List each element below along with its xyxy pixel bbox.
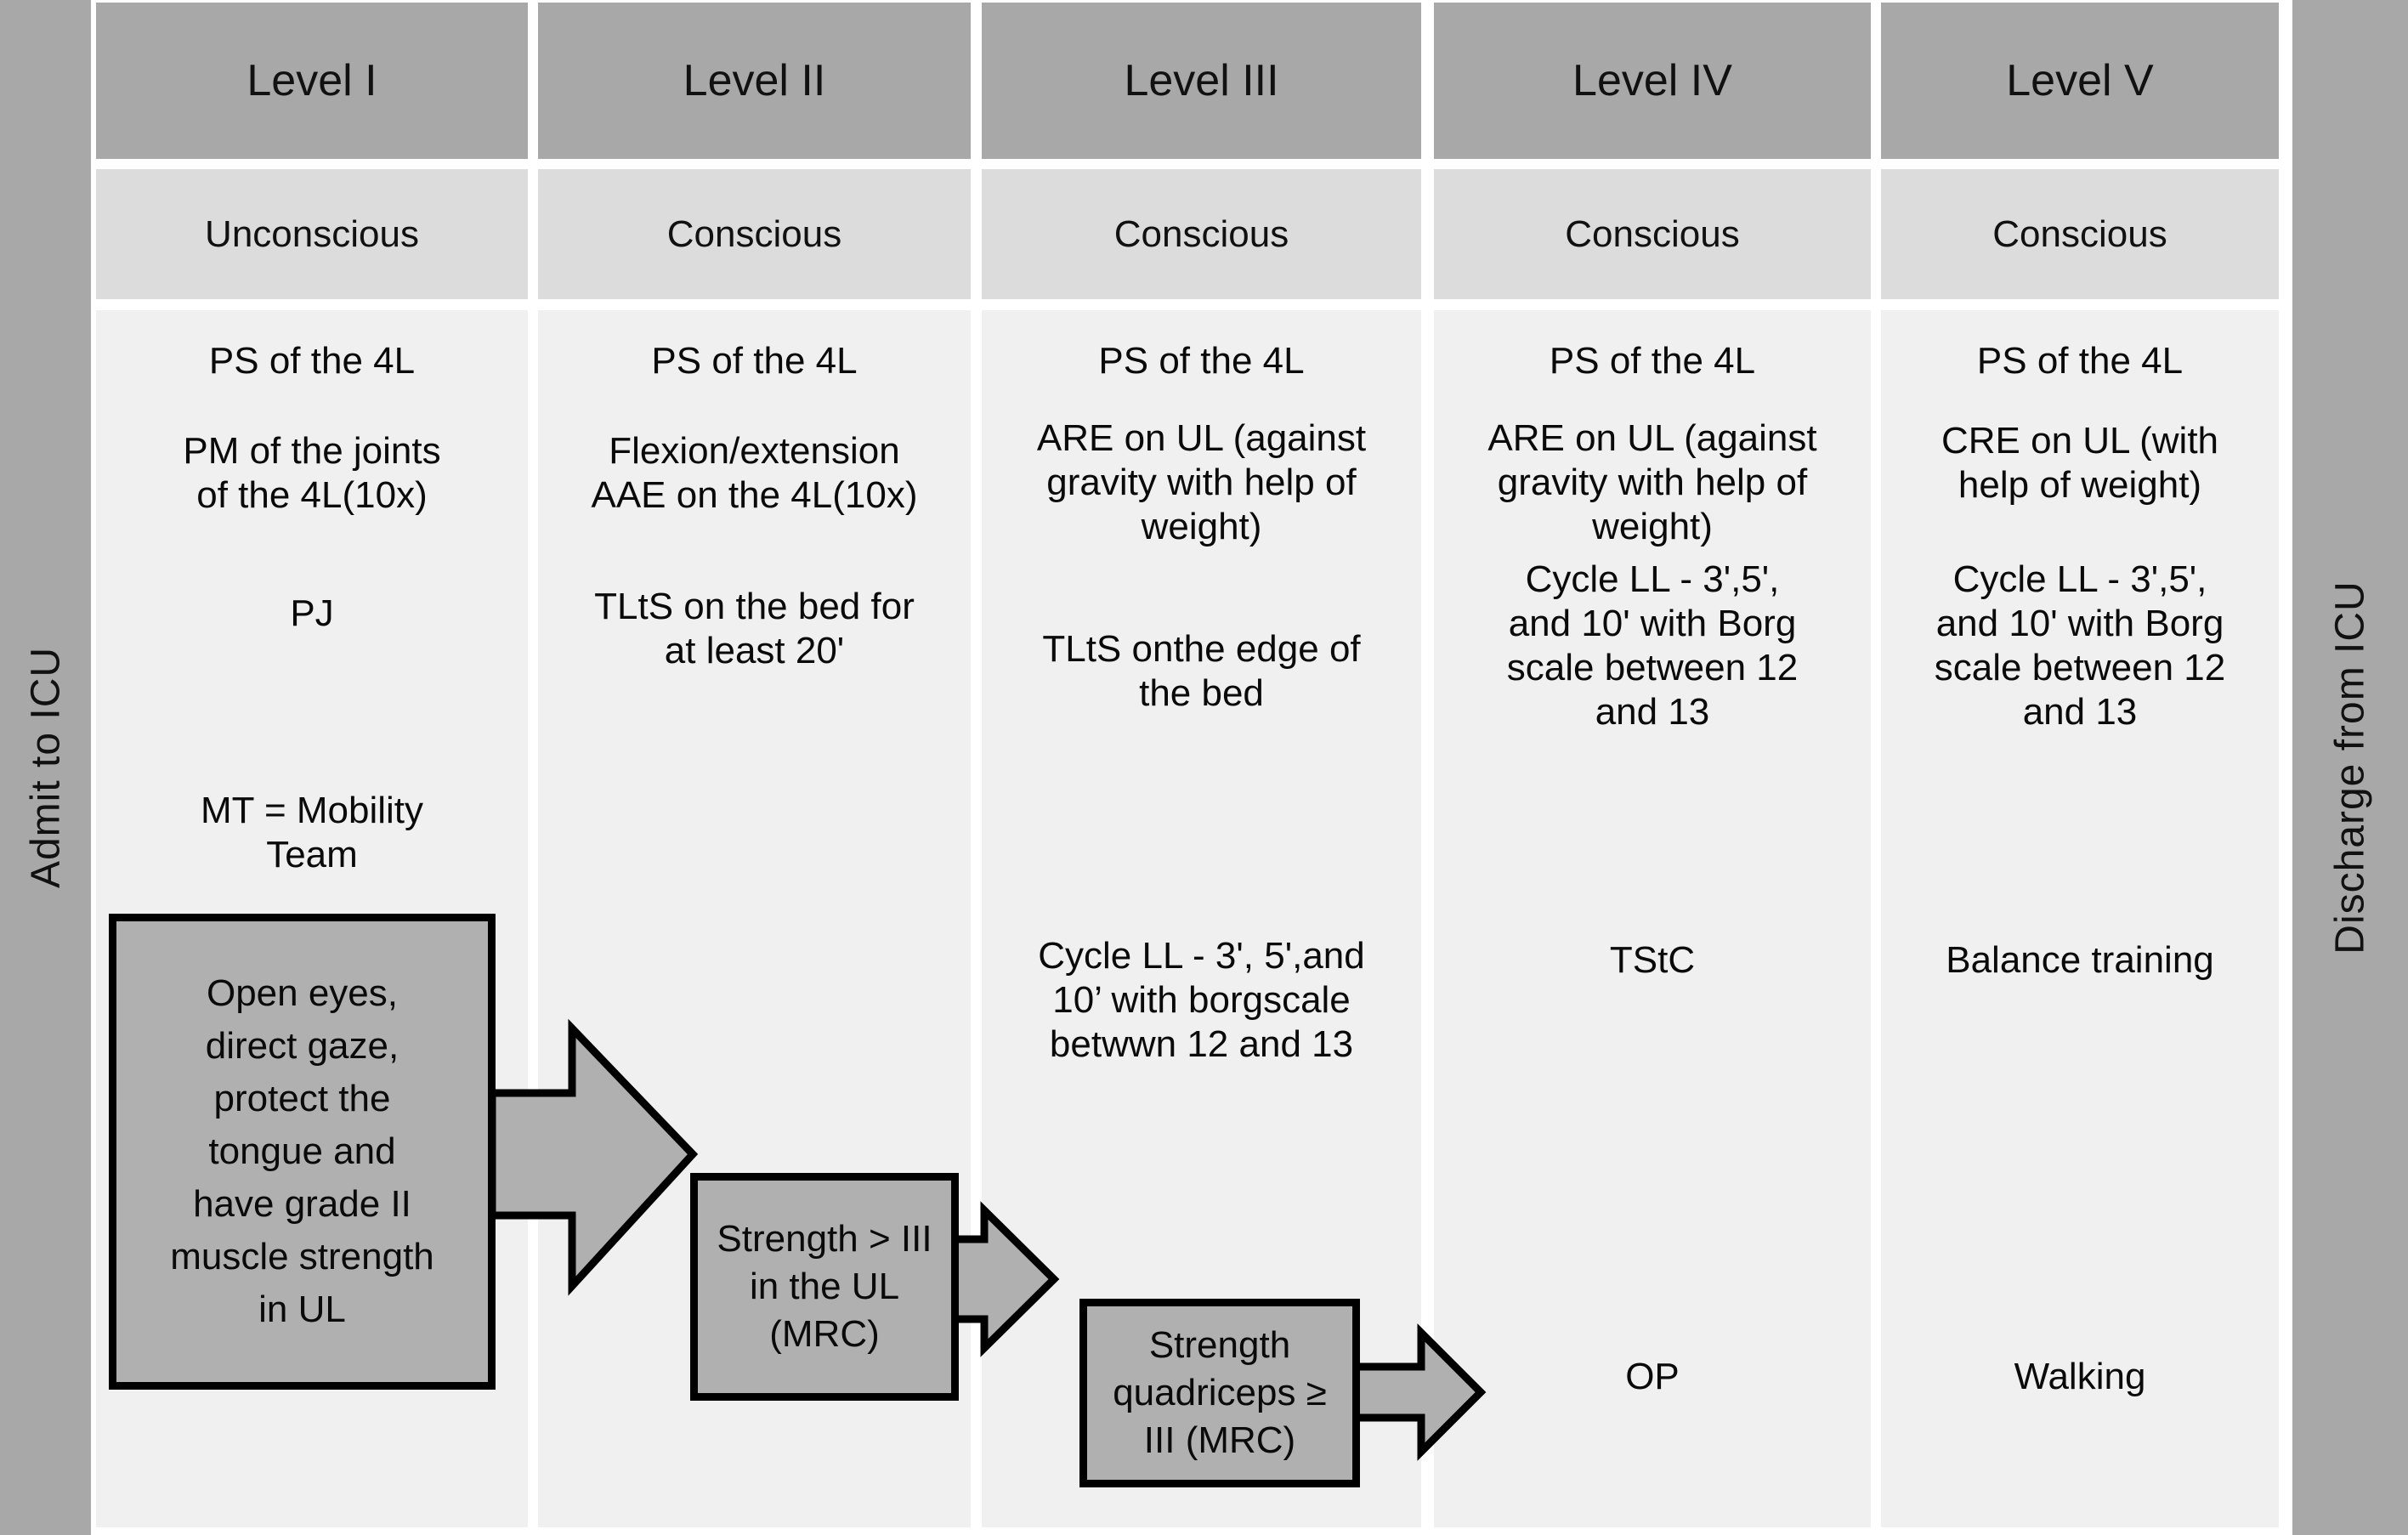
- protocol-item: PJ: [290, 592, 334, 634]
- protocol-item: PS of the 4L: [1976, 340, 2184, 382]
- criteria-box-level2: Strength > III in the UL (MRC): [690, 1173, 959, 1401]
- protocol-item: PS of the 4L: [208, 340, 416, 382]
- protocol-item: MT = Mobility Team: [200, 790, 424, 875]
- protocol-item: Balance training: [1946, 939, 2214, 981]
- arrow-level2-to-level3-icon: [948, 1201, 1060, 1357]
- header-level-i: Level I: [96, 3, 528, 159]
- header-level-ii: Level II: [538, 3, 971, 159]
- protocol-item: TLtS onthe edge of the bed: [1042, 628, 1361, 714]
- header-level-iv: Level IV: [1434, 3, 1871, 159]
- protocol-item: ARE on UL (against gravity with help of …: [1487, 417, 1817, 547]
- consciousness-level-v: Conscious: [1881, 169, 2279, 299]
- column-level-iv: PS of the 4L ARE on UL (against gravity …: [1434, 310, 1871, 1527]
- arrow-level3-to-level4-icon: [1349, 1323, 1487, 1461]
- header-level-v: Level V: [1881, 3, 2279, 159]
- column-level-v: PS of the 4L CRE on UL (with help of wei…: [1881, 310, 2279, 1527]
- protocol-item: Cycle LL - 3',5', and 10' with Borg scal…: [1506, 558, 1799, 733]
- consciousness-level-iv: Conscious: [1434, 169, 1871, 299]
- protocol-item: ARE on UL (against gravity with help of …: [1036, 417, 1367, 547]
- protocol-item: PS of the 4L: [1549, 340, 1756, 382]
- protocol-item: Walking: [2014, 1356, 2146, 1397]
- discharge-from-icu-banner: Discharge from ICU: [2292, 0, 2408, 1535]
- criteria-box-level3: Strength quadriceps ≥ III (MRC): [1079, 1299, 1360, 1487]
- protocol-item: Cycle LL - 3',5', and 10' with Borg scal…: [1934, 558, 2226, 733]
- admit-to-icu-banner: Admit to ICU: [0, 0, 91, 1535]
- protocol-item: Flexion/extension AAE on the 4L(10x): [591, 430, 918, 516]
- consciousness-level-i: Unconscious: [96, 169, 528, 299]
- protocol-item: Cycle LL - 3', 5',and 10’ with borgscale…: [1038, 935, 1365, 1065]
- protocol-item: TStC: [1609, 939, 1696, 981]
- protocol-item: TLtS on the bed for at least 20': [594, 586, 915, 671]
- protocol-item: PS of the 4L: [651, 340, 858, 382]
- consciousness-level-ii: Conscious: [538, 169, 971, 299]
- protocol-item: OP: [1625, 1356, 1680, 1397]
- arrow-level1-to-level2-icon: [488, 1018, 699, 1296]
- protocol-item: PS of the 4L: [1098, 340, 1305, 382]
- criteria-box-level1: Open eyes, direct gaze, protect the tong…: [109, 914, 496, 1390]
- protocol-item: PM of the joints of the 4L(10x): [183, 430, 441, 516]
- protocol-item: CRE on UL (with help of weight): [1941, 420, 2219, 506]
- consciousness-level-iii: Conscious: [982, 169, 1421, 299]
- header-level-iii: Level III: [982, 3, 1421, 159]
